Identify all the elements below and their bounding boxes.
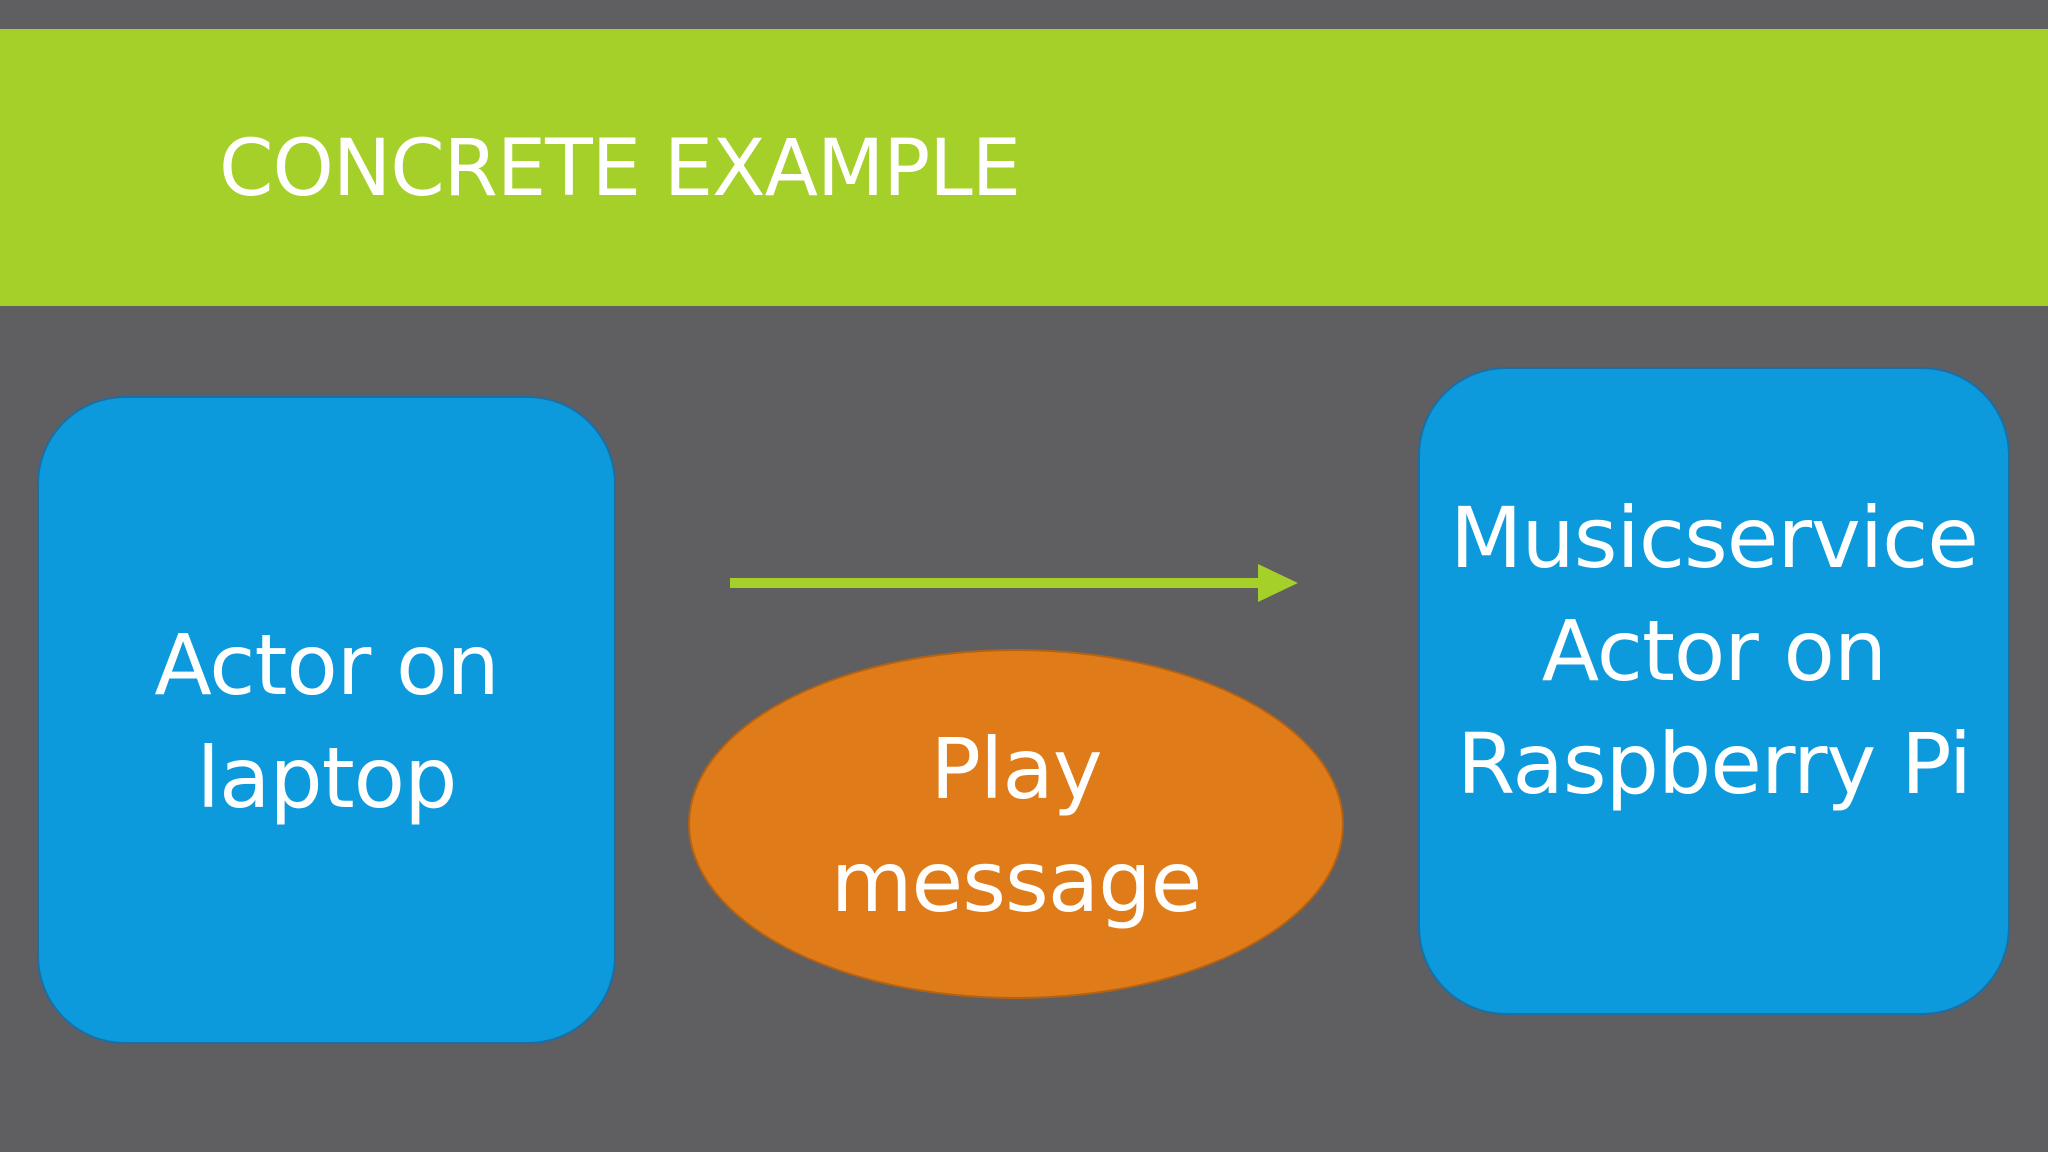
play-message-label-line-1: Play — [930, 720, 1102, 818]
sender-actor-label-line-2: laptop — [196, 729, 458, 827]
title-banner — [0, 29, 2048, 306]
message-arrow — [730, 564, 1298, 602]
receiver-actor-label: Musicservice Actor on Raspberry Pi — [1450, 482, 1979, 821]
sender-actor-box: Actor on laptop — [37, 396, 616, 1044]
receiver-actor-label-line-3: Raspberry Pi — [1456, 714, 1972, 813]
sender-actor-label-line-1: Actor on — [154, 616, 499, 714]
message-arrow-head — [1258, 564, 1298, 602]
receiver-actor-label-line-2: Actor on — [1541, 601, 1887, 700]
sender-actor-label: Actor on laptop — [154, 609, 499, 835]
play-message-label: Play message — [830, 713, 1203, 939]
receiver-actor-label-line-1: Musicservice — [1450, 488, 1979, 587]
play-message-label-line-2: message — [830, 833, 1203, 931]
receiver-actor-box: Musicservice Actor on Raspberry Pi — [1418, 367, 2010, 1015]
slide-title: CONCRETE EXAMPLE — [219, 124, 1021, 214]
play-message-ellipse: Play message — [688, 649, 1344, 999]
